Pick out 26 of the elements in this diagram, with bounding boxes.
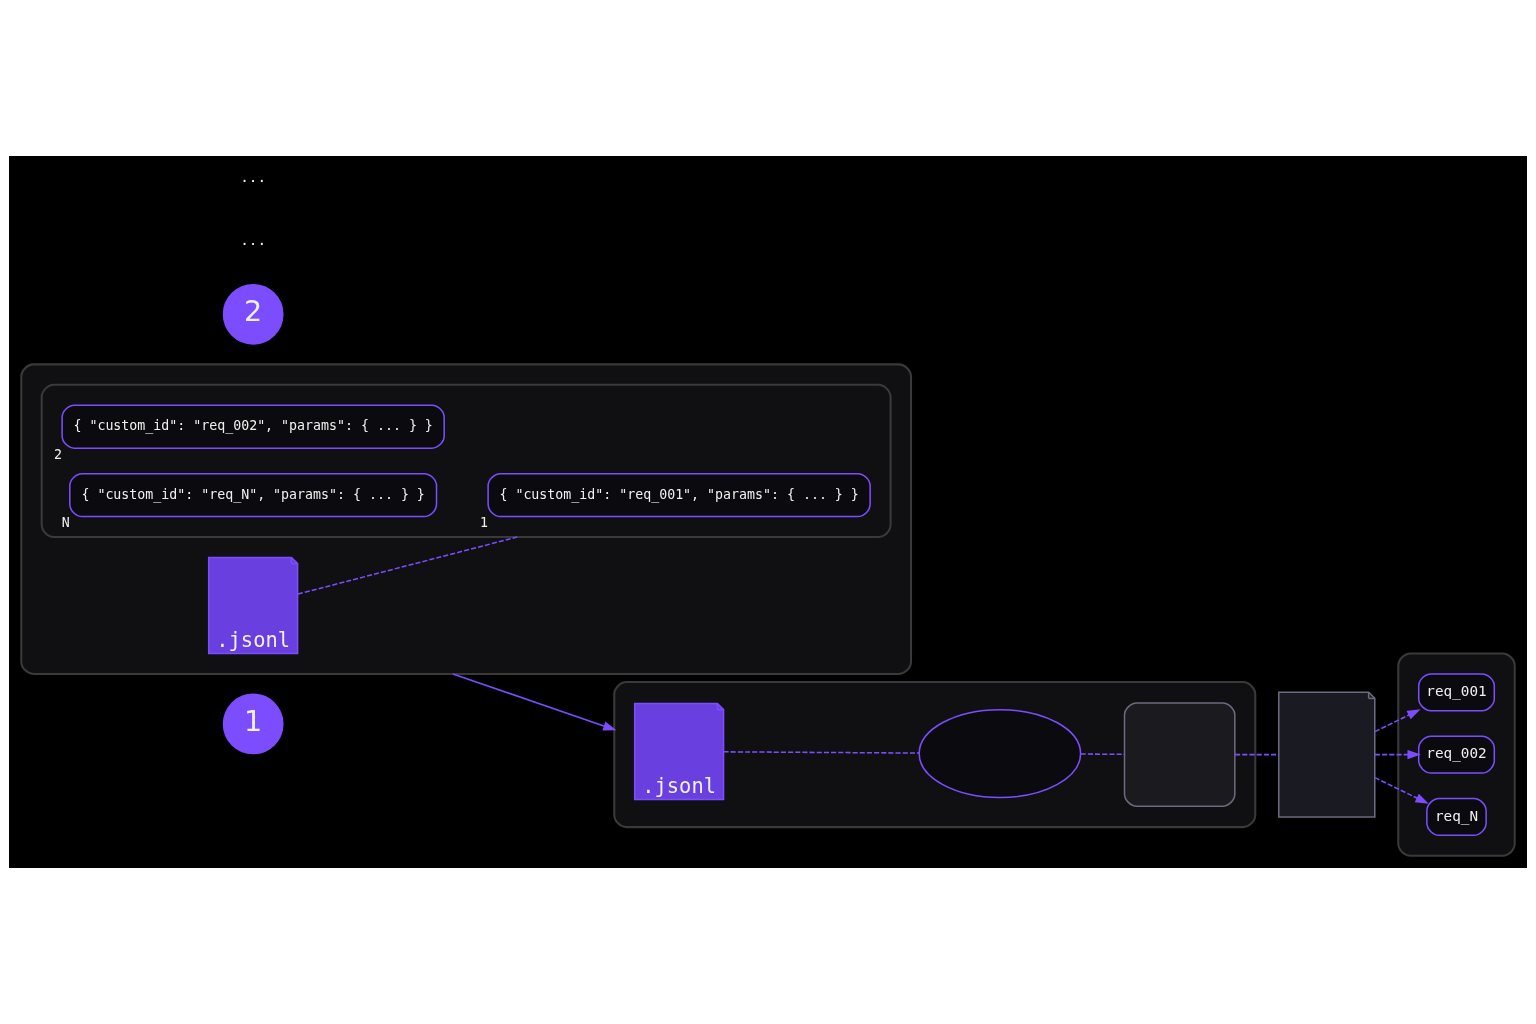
node-box: { "custom_id": "req_002", "params": { ... } } [61, 404, 445, 449]
label: ... [240, 169, 267, 186]
node-box: { "custom_id": "req_001", "params": { ... } } [487, 472, 871, 518]
node-circle: 1 [222, 693, 284, 755]
label: ... [240, 231, 267, 248]
node-box: { "custom_id": "req_N", "params": { ... } } [69, 472, 438, 518]
node-box: req_001 [1417, 673, 1496, 712]
arrow [1374, 709, 1421, 733]
arrow [452, 673, 617, 731]
node-cloud [918, 708, 1082, 799]
node-label: 1 [480, 515, 489, 531]
arrow [1374, 776, 1429, 804]
node-label: 2 [54, 446, 63, 462]
node-box [1123, 702, 1236, 807]
node-circle: 2 [222, 283, 284, 345]
node-box: req_N [1426, 797, 1487, 837]
cluster [20, 363, 913, 675]
cluster [613, 681, 1257, 829]
node-box: req_002 [1417, 735, 1496, 774]
cluster [1397, 652, 1516, 857]
cluster [40, 383, 892, 539]
connector [1234, 753, 1280, 756]
connector [723, 751, 920, 754]
connector [297, 536, 518, 595]
arrow [1374, 749, 1421, 760]
node-label: N [61, 515, 70, 531]
